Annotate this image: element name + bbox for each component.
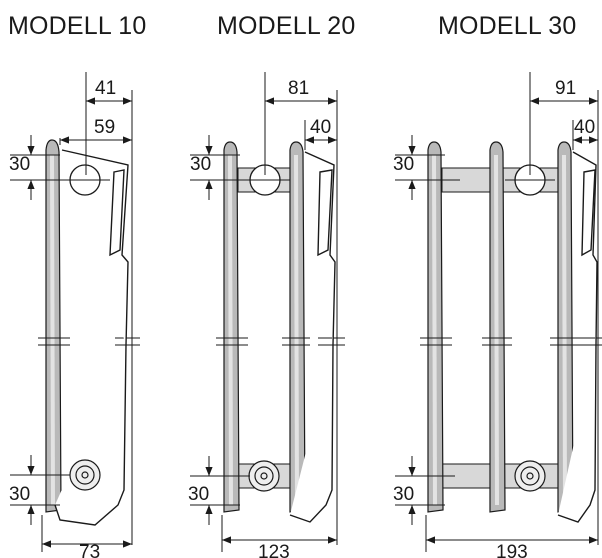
dim-lower-offset: 30 [393, 484, 414, 505]
dim-depth: 73 [79, 542, 100, 558]
dim-top-a: 91 [555, 78, 576, 99]
model-30-drawing: 91 40 30 30 193 [393, 72, 602, 558]
dim-upper-offset: 30 [393, 154, 414, 175]
dim-top-a: 41 [95, 78, 116, 99]
dim-lower-offset: 30 [9, 484, 30, 505]
model-30-title: MODELL 30 [438, 12, 577, 40]
wall-bracket [54, 149, 129, 526]
bracket-clip [581, 169, 596, 257]
dim-top-b: 59 [94, 117, 115, 138]
dim-upper-offset: 30 [190, 154, 211, 175]
dim-depth: 193 [496, 542, 528, 558]
dim-top-b: 40 [574, 117, 595, 138]
model-20-drawing: 81 40 30 30 123 [188, 72, 345, 558]
dim-depth: 123 [258, 542, 290, 558]
dim-upper-offset: 30 [9, 154, 30, 175]
dim-top-b: 40 [310, 117, 331, 138]
model-10-drawing: 41 59 30 30 73 [9, 72, 140, 558]
model-20-title: MODELL 20 [217, 12, 356, 40]
bracket-clip [317, 169, 333, 257]
dim-top-a: 81 [288, 78, 309, 99]
dim-lower-offset: 30 [188, 484, 209, 505]
bracket-clip [109, 169, 125, 257]
panel-highlight [50, 155, 55, 505]
model-10-title: MODELL 10 [8, 12, 147, 40]
